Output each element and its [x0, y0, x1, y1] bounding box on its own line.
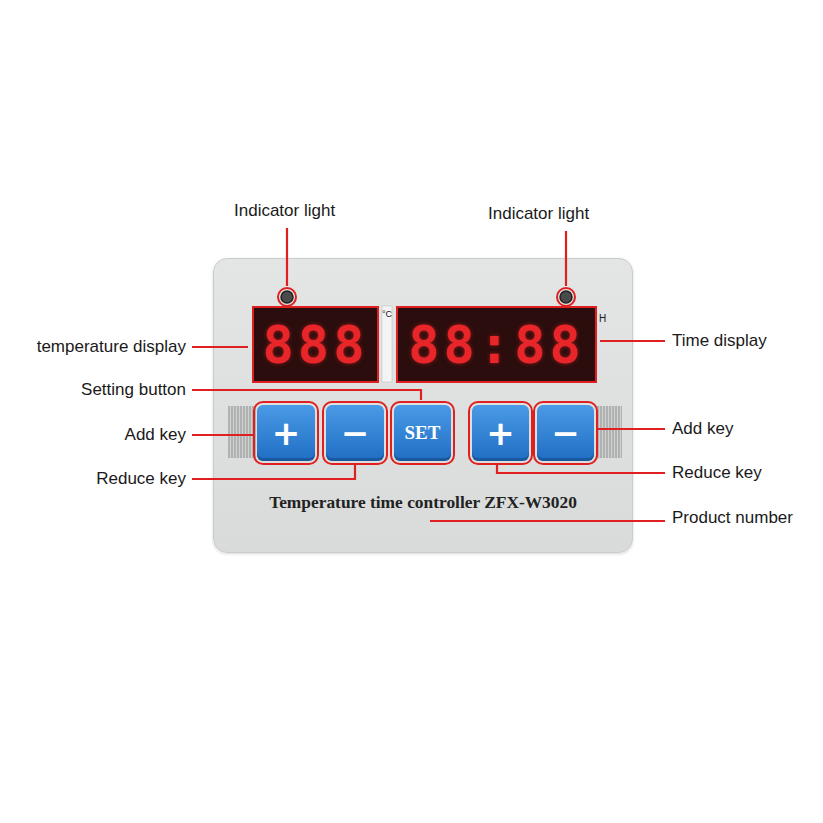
leader-line [600, 340, 665, 342]
callout-label: Reduce key [672, 462, 762, 484]
key-label: SET [405, 422, 441, 444]
callout-label: Setting button [81, 379, 186, 401]
controller-panel: Temperature time controller ZFX-W3020 888… [213, 258, 633, 553]
speaker-grille [596, 406, 622, 458]
callout-label: Time display [672, 330, 767, 352]
callout-label: temperature display [37, 336, 186, 358]
leader-line [192, 434, 253, 436]
callout-label: Indicator light [234, 200, 335, 222]
speaker-grille [228, 406, 256, 458]
temperature-display: 888 [252, 306, 379, 383]
display-digits: 88:88 [408, 315, 585, 375]
leader-line [597, 428, 665, 430]
product-number: Temperature time controller ZFX-W3020 [214, 493, 632, 513]
leader-line [497, 465, 665, 473]
display-divider [382, 306, 392, 382]
unit-label: H [599, 313, 606, 325]
unit-label: °C [382, 309, 392, 320]
add-key: + [257, 405, 315, 461]
callout-label: Add key [672, 418, 733, 440]
key-symbol: + [486, 413, 515, 453]
key-symbol: + [272, 413, 301, 453]
callout-label: Indicator light [488, 203, 589, 225]
leader-line [286, 228, 288, 286]
leader-lines [192, 228, 665, 521]
indicator-light [278, 288, 296, 306]
leader-line [192, 390, 421, 400]
indicator-light [557, 288, 575, 306]
callout-label: Reduce key [96, 468, 186, 490]
callout-label: Product number [672, 507, 793, 529]
setting-button: SET [394, 405, 451, 461]
reduce-key: − [537, 405, 594, 461]
display-digits: 888 [263, 315, 369, 375]
key-symbol: − [551, 413, 580, 453]
leader-line [192, 346, 248, 348]
callout-label: Add key [125, 424, 186, 446]
key-symbol: − [341, 413, 370, 453]
leader-line [192, 465, 355, 479]
reduce-key: − [326, 405, 384, 461]
leader-line [430, 520, 665, 522]
time-display: 88:88 [396, 306, 597, 383]
leader-line [565, 231, 567, 286]
add-key: + [472, 405, 529, 461]
